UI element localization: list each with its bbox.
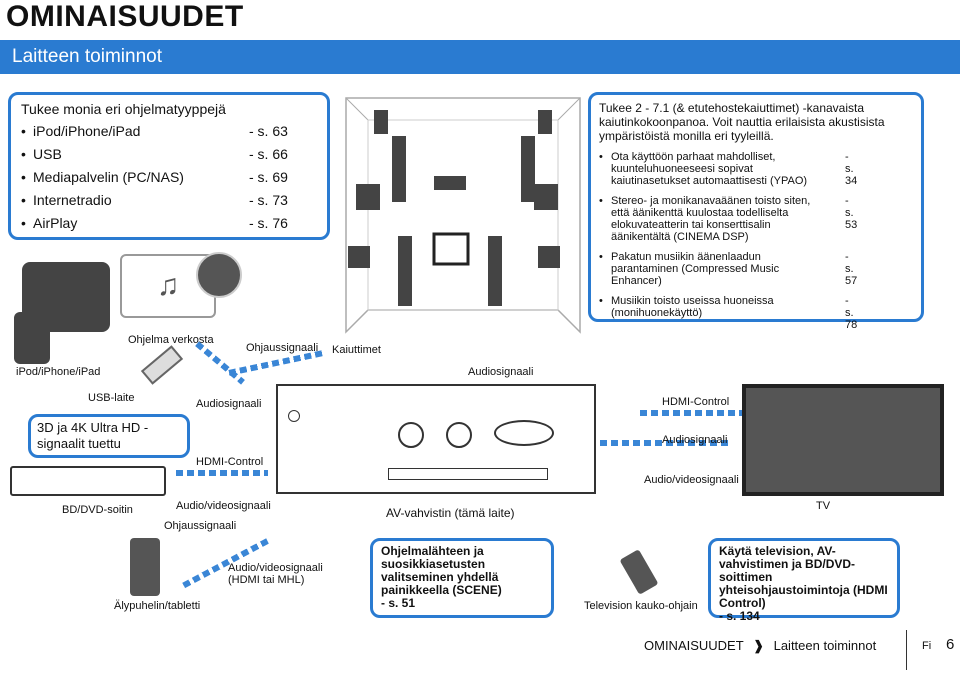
list-item: USB- s. 66	[21, 146, 317, 169]
audio-signal-left-label: Audiosignaali	[196, 398, 262, 410]
phone-icon	[14, 312, 50, 364]
list-item: Stereo- ja monikanavaäänen toisto siten,…	[599, 195, 857, 243]
av-signal-hdmi-label: Audio/videosignaali (HDMI tai MHL)	[228, 562, 323, 586]
uhd-callout: 3D ja 4K Ultra HD -signaalit tuettu	[28, 414, 190, 458]
playback-callout: Tukee monia eri ohjelmatyyppejä iPod/iPh…	[8, 92, 330, 240]
smartphone-icon	[130, 538, 160, 596]
globe-icon	[196, 252, 242, 298]
hdmi-arrow-left	[176, 470, 268, 476]
program-network-label: Ohjelma verkosta	[128, 334, 214, 346]
page-number: 6	[946, 636, 955, 653]
smartphone-label: Älypuhelin/tabletti	[114, 600, 201, 612]
scene-text: Ohjelmalähteen ja suosikkiasetusten vali…	[381, 544, 502, 597]
tv-icon	[742, 384, 944, 496]
speakers-label: Kaiuttimet	[332, 344, 381, 356]
tv-control-callout: Käytä television, AV-vahvistimen ja BD/D…	[708, 538, 900, 623]
receiver-label: AV-vahvistin (tämä laite)	[386, 506, 515, 520]
ipod-label: iPod/iPhone/iPad	[16, 366, 101, 378]
control-signal-bottom-label: Ohjaussignaali	[164, 520, 237, 532]
footer: OMINAISUUDET ❱ Laitteen toiminnot	[644, 638, 876, 658]
usb-device-label: USB-laite	[88, 392, 135, 404]
tv-label: TV	[816, 500, 831, 512]
av-signal-left-label: Audio/videosignaali	[176, 500, 271, 512]
footer-subsection: Laitteen toiminnot	[773, 638, 877, 653]
footer-lang: Fi	[922, 640, 932, 652]
network-arrow	[195, 341, 245, 385]
playback-list: iPod/iPhone/iPad- s. 63 USB- s. 66 Media…	[21, 123, 317, 238]
receiver-icon	[276, 384, 596, 494]
scene-callout: Ohjelmalähteen ja suosikkiasetusten vali…	[370, 538, 554, 618]
list-item: Internetradio- s. 73	[21, 192, 317, 215]
bd-player-label: BD/DVD-soitin	[62, 504, 133, 516]
speaker-room-diagram	[345, 97, 581, 334]
tv-control-text: Käytä television, AV-vahvistimen ja BD/D…	[719, 544, 888, 610]
hdmi-control-left-label: HDMI-Control	[196, 456, 264, 468]
audio-arrow-right	[600, 440, 732, 446]
audio-signal-top-label: Audiosignaali	[468, 366, 534, 378]
surround-intro: Tukee 2 - 7.1 (& etutehostekaiuttimet) -…	[599, 101, 885, 143]
list-item: AirPlay- s. 76	[21, 215, 317, 238]
footer-divider	[906, 630, 907, 670]
playback-heading: Tukee monia eri ohjelmatyyppejä	[21, 101, 226, 117]
scene-ref: - s. 51	[381, 596, 416, 610]
hdmi-control-right-label: HDMI-Control	[662, 396, 730, 408]
control-signal-top-label: Ohjaussignaali	[246, 342, 319, 354]
footer-section: OMINAISUUDET	[644, 638, 744, 653]
audio-signal-right-label: Audiosignaali	[662, 434, 728, 446]
surround-callout: Tukee 2 - 7.1 (& etutehostekaiuttimet) -…	[588, 92, 924, 331]
bd-player-icon	[10, 466, 166, 496]
page-title: OMINAISUUDET	[6, 0, 244, 33]
hdmi-arrow-right	[640, 410, 742, 416]
list-item: Pakatun musiikin äänenlaadun parantamine…	[599, 251, 857, 287]
tv-control-ref: - s. 134	[719, 609, 760, 623]
list-item: Ota käyttöön parhaat mahdolliset, kuunte…	[599, 151, 857, 187]
list-item: Musiikin toisto useissa huoneissa (monih…	[599, 295, 857, 331]
section-bar: Laitteen toiminnot	[0, 40, 960, 74]
av-signal-right-label: Audio/videosignaali	[644, 474, 739, 486]
remote-icon	[619, 549, 659, 595]
remote-label: Television kauko-ohjain	[584, 600, 698, 612]
list-item: Mediapalvelin (PC/NAS)- s. 69	[21, 169, 317, 192]
usb-stick-icon	[140, 345, 184, 385]
list-item: iPod/iPhone/iPad- s. 63	[21, 123, 317, 146]
uhd-note: 3D ja 4K Ultra HD -signaalit tuettu	[37, 420, 149, 451]
chevron-right-icon: ❱	[753, 638, 764, 653]
